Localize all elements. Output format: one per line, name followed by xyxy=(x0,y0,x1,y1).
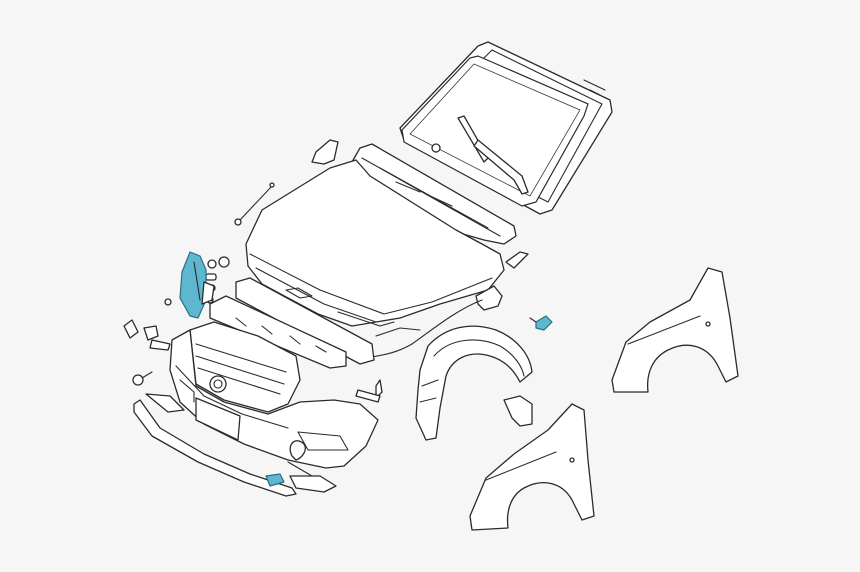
left-fender[interactable] xyxy=(469,403,595,531)
fog-lamp[interactable] xyxy=(265,473,285,487)
bumper-lip-trim[interactable] xyxy=(133,393,337,497)
front-bumper[interactable] xyxy=(169,329,379,469)
headlamp-bracket[interactable] xyxy=(179,251,215,319)
clips-fasteners[interactable] xyxy=(123,256,381,403)
hood[interactable] xyxy=(245,159,505,327)
radiator-support[interactable] xyxy=(209,277,383,399)
wiper-arm[interactable] xyxy=(431,115,529,195)
grille[interactable] xyxy=(189,321,301,413)
side-marker-lamp[interactable] xyxy=(529,315,553,331)
cowl-panel[interactable] xyxy=(351,143,517,245)
windshield[interactable] xyxy=(401,55,589,207)
tow-hook[interactable] xyxy=(287,440,313,477)
right-fender[interactable] xyxy=(611,267,739,393)
hood-hinge[interactable] xyxy=(311,139,529,311)
hood-prop-rod[interactable] xyxy=(234,182,275,226)
wheel-arch-liner[interactable] xyxy=(415,325,533,441)
